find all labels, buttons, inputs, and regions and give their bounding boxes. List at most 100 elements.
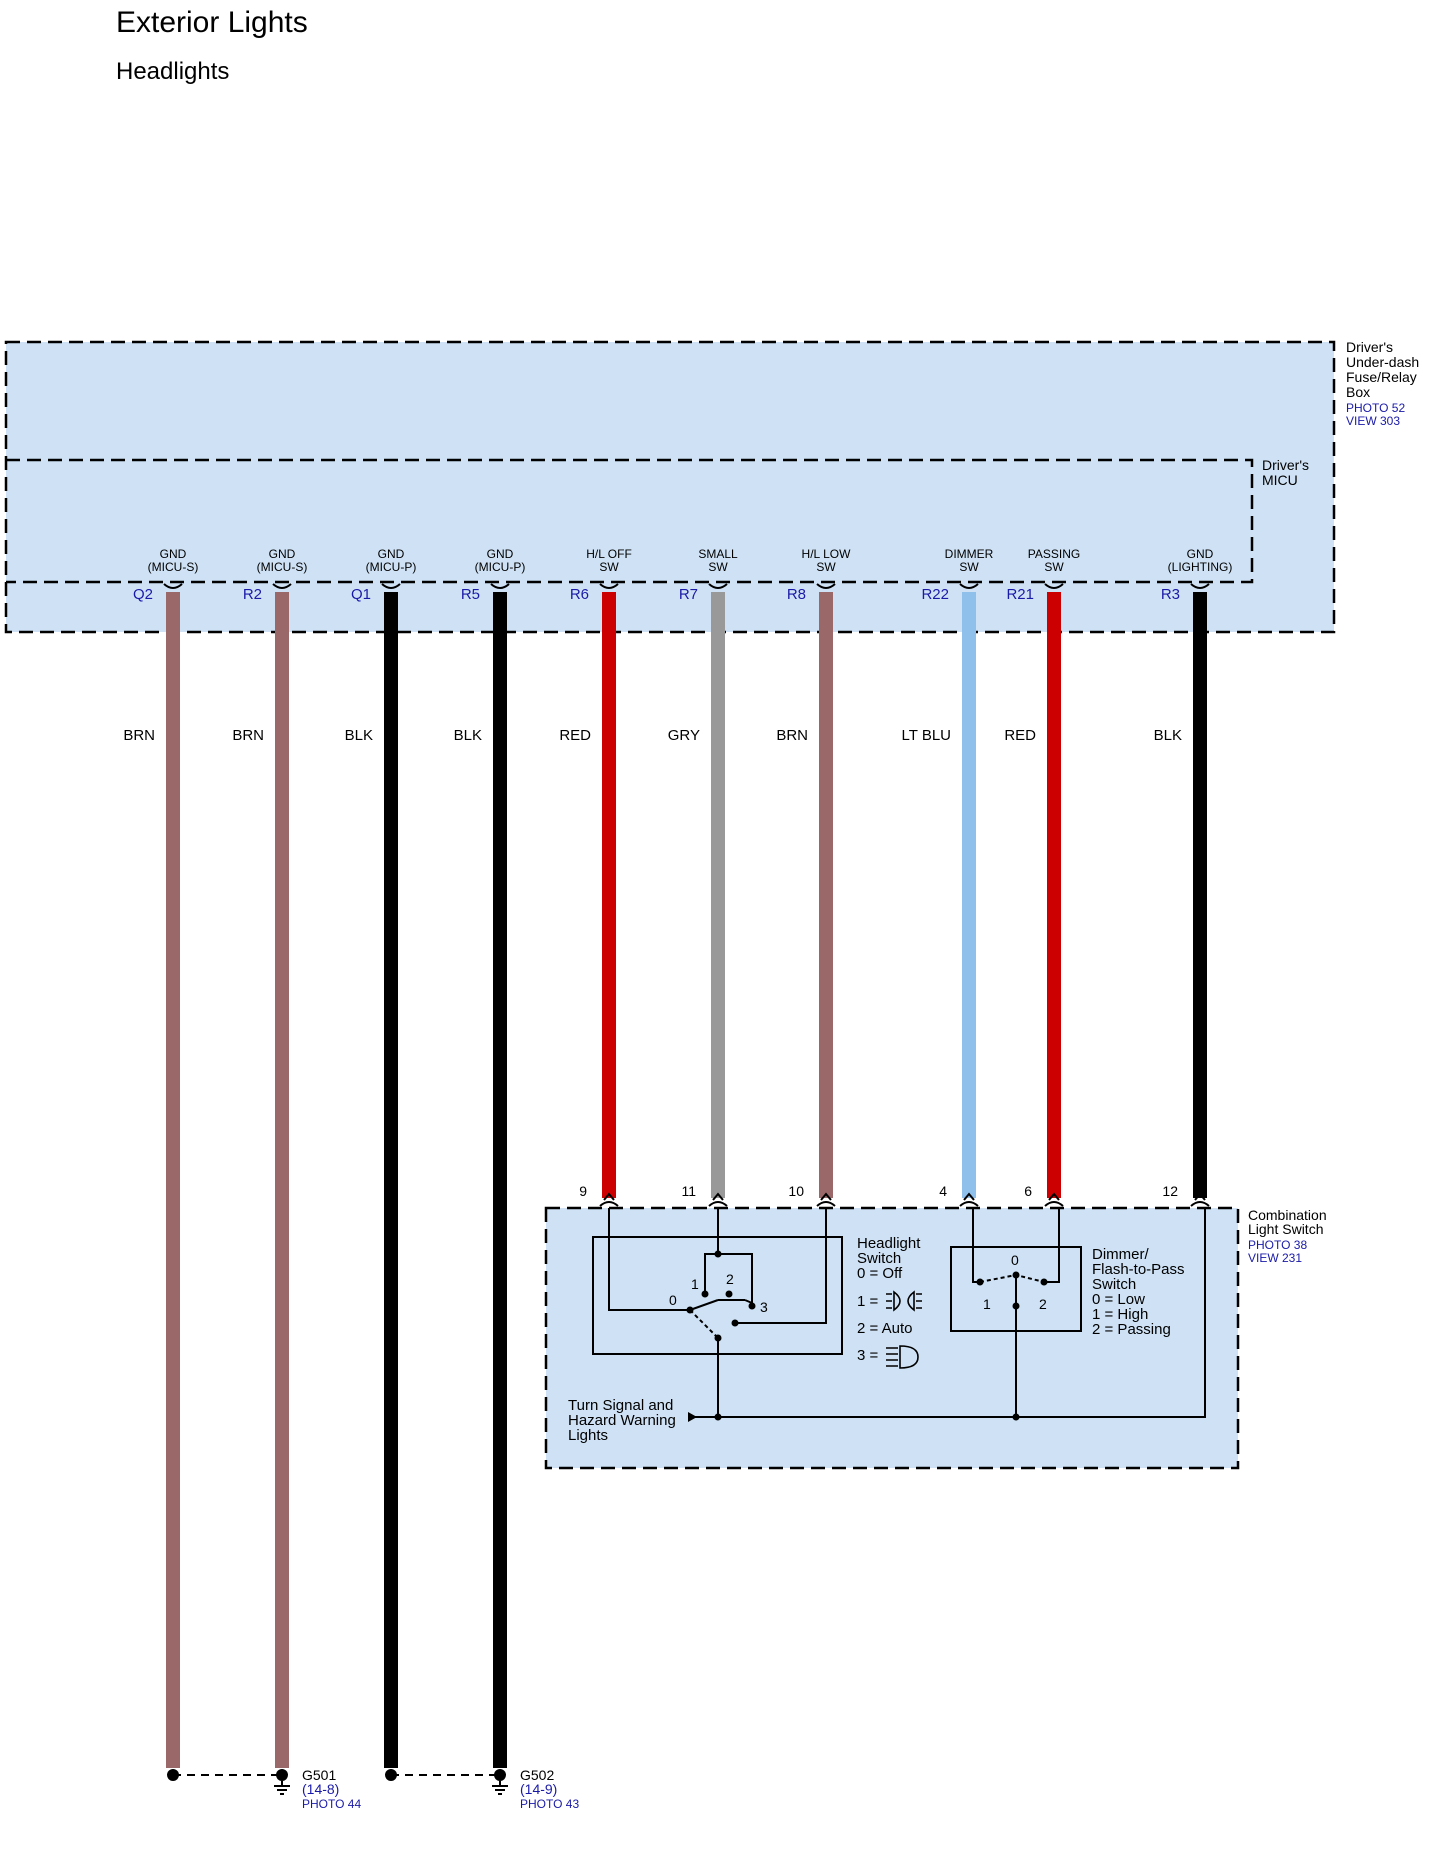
connector-icon (708, 1192, 728, 1207)
wire-color-label: BLK (1154, 727, 1182, 744)
svg-text:Headlight: Headlight (857, 1235, 921, 1252)
turn-signal-label: Turn Signal and Hazard Warning Lights (568, 1397, 676, 1444)
wire-function-label: SW (816, 560, 836, 574)
svg-text:2: 2 (1039, 1296, 1047, 1312)
wire-function-label: H/L OFF (586, 547, 632, 561)
terminal-number: 12 (1162, 1183, 1178, 1199)
terminal-number: 6 (1024, 1183, 1032, 1199)
connector-icon (1190, 1192, 1210, 1207)
svg-text:Lights: Lights (568, 1427, 608, 1444)
svg-text:Turn Signal and: Turn Signal and (568, 1397, 673, 1414)
page-subtitle: Headlights (116, 58, 230, 85)
svg-text:3 =: 3 = (857, 1347, 879, 1364)
svg-text:Driver's: Driver's (1262, 457, 1309, 473)
wire-color-label: BLK (454, 727, 482, 744)
svg-text:PHOTO 43: PHOTO 43 (520, 1797, 579, 1811)
connector-icon (816, 583, 836, 589)
page-title: Exterior Lights (116, 6, 308, 39)
connector-icon (599, 583, 619, 589)
wire-function-label: (MICU-S) (257, 560, 308, 574)
terminal-number: 4 (939, 1183, 947, 1199)
connector-icon (1044, 1192, 1064, 1207)
svg-text:Combination: Combination (1248, 1207, 1327, 1223)
wire-color-label: BRN (776, 727, 808, 744)
connector-icon (381, 583, 401, 589)
svg-text:2 = Auto: 2 = Auto (857, 1320, 912, 1337)
splice-dot (167, 1769, 179, 1781)
svg-text:Switch: Switch (1092, 1276, 1136, 1293)
connector-icon (599, 1192, 619, 1207)
svg-text:0 = Low: 0 = Low (1092, 1291, 1145, 1308)
wire-function-label: SMALL (698, 547, 738, 561)
svg-text:(14-9): (14-9) (520, 1781, 557, 1797)
svg-text:0 = Off: 0 = Off (857, 1265, 903, 1282)
wire-function-label: GND (1187, 547, 1214, 561)
svg-text:VIEW 303: VIEW 303 (1346, 414, 1400, 428)
svg-text:2: 2 (726, 1271, 734, 1287)
combination-switch-label: Combination Light Switch PHOTO 38 VIEW 2… (1248, 1207, 1327, 1265)
wire-function-label: SW (959, 560, 979, 574)
wire-function-label: SW (708, 560, 728, 574)
svg-text:PHOTO 52: PHOTO 52 (1346, 401, 1405, 415)
wire-function-label: (MICU-P) (475, 560, 526, 574)
dimmer-switch-positions: 0 1 2 (983, 1252, 1047, 1312)
wire-function-label: PASSING (1028, 547, 1080, 561)
turn-signal-bus (690, 1208, 1206, 1418)
connector-icon (959, 1192, 979, 1207)
svg-text:Hazard Warning: Hazard Warning (568, 1412, 676, 1429)
ground-symbol-icon (492, 1769, 508, 1795)
parking-light-icon (886, 1290, 922, 1312)
ground-label-g502: G502 (14-9) PHOTO 43 (520, 1767, 579, 1811)
svg-text:G501: G501 (302, 1767, 336, 1783)
fuse-box-outline (4, 340, 1336, 634)
wire-function-label: GND (378, 547, 405, 561)
wire-function-label: GND (269, 547, 296, 561)
svg-text:PHOTO 38: PHOTO 38 (1248, 1238, 1307, 1252)
svg-text:1 = High: 1 = High (1092, 1306, 1148, 1323)
connector-icon (490, 583, 510, 589)
svg-text:1: 1 (983, 1296, 991, 1312)
pin-label: R21 (1006, 586, 1034, 603)
combination-switch-outline (544, 1206, 1240, 1470)
wire-function-label: GND (487, 547, 514, 561)
terminal-number: 10 (788, 1183, 804, 1199)
splice-dot (385, 1769, 397, 1781)
svg-text:3: 3 (760, 1299, 768, 1315)
ground-symbol-icon (274, 1769, 290, 1795)
wire-function-label: SW (1044, 560, 1064, 574)
svg-text:0: 0 (1011, 1252, 1019, 1268)
svg-text:PHOTO 44: PHOTO 44 (302, 1797, 361, 1811)
fuse-box-label: Driver's Under-dash Fuse/Relay Box (1346, 339, 1419, 400)
svg-text:G502: G502 (520, 1767, 554, 1783)
wire-color-label: BLK (345, 727, 373, 744)
svg-text:Switch: Switch (857, 1250, 901, 1267)
pin-label: R7 (679, 586, 698, 603)
pin-label: R8 (787, 586, 806, 603)
dimmer-switch-contacts (976, 1271, 1048, 1310)
wire-color-label: RED (559, 727, 591, 744)
pin-label: R5 (461, 586, 480, 603)
wire-function-label: (MICU-P) (366, 560, 417, 574)
turn-signal-arrow-icon (688, 1412, 697, 1422)
svg-text:Driver's: Driver's (1346, 339, 1393, 355)
dimmer-switch-legend: Dimmer/ Flash-to-Pass Switch 0 = Low 1 =… (1092, 1246, 1185, 1338)
terminal-number: 11 (681, 1183, 696, 1199)
ground-label-g501: G501 (14-8) PHOTO 44 (302, 1767, 361, 1811)
pin-label: R22 (921, 586, 949, 603)
svg-text:(14-8): (14-8) (302, 1781, 339, 1797)
headlight-switch-positions: 0 1 2 3 (669, 1271, 768, 1315)
svg-text:0: 0 (669, 1292, 677, 1308)
micu-label: Driver's MICU (1262, 457, 1309, 488)
turn-signal-dots (714, 1413, 1020, 1421)
svg-text:Under-dash: Under-dash (1346, 354, 1419, 370)
pin-label: R2 (243, 586, 262, 603)
connector-icon (816, 1192, 836, 1207)
wire-function-label: H/L LOW (802, 547, 852, 561)
wire-function-label: (MICU-S) (148, 560, 199, 574)
svg-text:Box: Box (1346, 384, 1370, 400)
fuse-box-ref: PHOTO 52 VIEW 303 (1346, 401, 1405, 428)
connector-icon (1190, 583, 1210, 589)
svg-text:1: 1 (691, 1276, 699, 1292)
svg-text:Light Switch: Light Switch (1248, 1221, 1323, 1237)
